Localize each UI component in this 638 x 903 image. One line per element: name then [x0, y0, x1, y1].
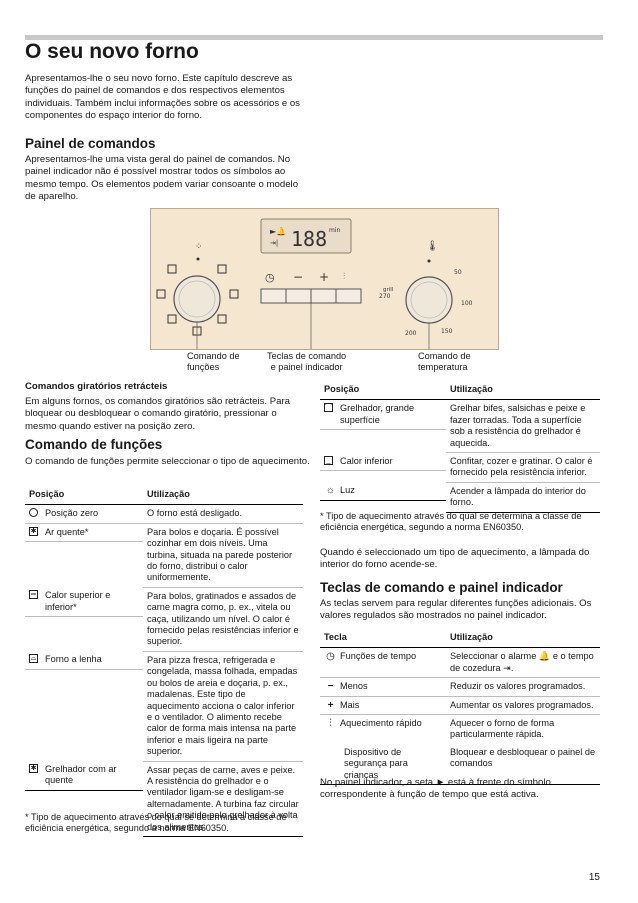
funcoes-footnote: * Tipo de aquecimento através do qual se… — [25, 812, 287, 834]
grill-fan-icon: ✱ — [29, 764, 38, 774]
page-number: 15 — [588, 872, 600, 883]
table-row: −Menos Reduzir os valores programados. — [320, 677, 600, 697]
function-knob[interactable]: ⁘ — [156, 242, 239, 336]
light-icon: ☼ — [325, 485, 336, 497]
table-row: +Mais Aumentar os valores programados. — [320, 696, 600, 716]
temperature-knob[interactable]: 🌡 grill 270 50 100 150 200 — [379, 240, 473, 337]
grill-icon — [229, 289, 239, 299]
table-row: ⌒Grelhador, grande superfície Grelhar bi… — [320, 399, 600, 454]
bottom-heat-icon — [217, 314, 227, 324]
col-header-use: Utilização — [446, 630, 600, 649]
zero-position-icon: ⁘ — [195, 242, 203, 252]
svg-text:grill: grill — [383, 287, 394, 293]
top-bottom-heat-icon — [156, 289, 166, 299]
funcoes2-note: Quando é seleccionado um tipo de aquecim… — [320, 547, 590, 571]
col-header-key: Tecla — [320, 630, 446, 649]
funcoes-heading: Comando de funções — [25, 437, 163, 452]
table-row: Posição zero O forno está desligado. — [25, 504, 303, 524]
svg-text:200: 200 — [405, 330, 417, 337]
plus-icon: + — [327, 699, 334, 711]
table-row: ═Calor superior e inferior* Para bolos, … — [25, 587, 303, 652]
teclas-heading: Teclas de comando e painel indicador — [320, 580, 563, 595]
teclas-footer: No painel indicador, a seta ► está à fre… — [320, 777, 551, 801]
col-header-use: Utilização — [446, 382, 600, 401]
col-header-position: Posição — [320, 382, 446, 401]
svg-text:⇥|: ⇥| — [270, 239, 278, 247]
retracteis-heading: Comandos giratórios retrácteis — [25, 381, 168, 392]
col-header-use: Utilização — [143, 487, 303, 506]
svg-text:270: 270 — [379, 293, 391, 300]
funcoes-text: O comando de funções permite seleccionar… — [25, 456, 310, 467]
table-row: _Calor inferior Confitar, cozer e gratin… — [320, 452, 600, 483]
minus-icon: − — [293, 270, 303, 284]
plus-icon: + — [319, 270, 329, 284]
display-digits: 188 — [291, 227, 327, 251]
svg-text:100: 100 — [461, 300, 473, 307]
rapid-heat-icon: ⫶ — [343, 271, 345, 282]
intro-text: Apresentamos-lhe o seu novo forno. Este … — [25, 73, 300, 121]
minus-icon: − — [327, 681, 334, 693]
painel-text: Apresentamos-lhe uma vista geral do pain… — [25, 154, 299, 202]
teclas-text: As teclas servem para regular diferentes… — [320, 598, 592, 622]
pizza-icon — [167, 314, 177, 324]
grill-icon: ⌒ — [324, 403, 333, 413]
rapid-heat-icon: ⫶ — [329, 718, 332, 730]
table-row: ✱Ar quente* Para bolos e doçaria. É poss… — [25, 523, 303, 588]
table-row: ⫶Aquecimento rápido Aquecer o forno de f… — [320, 715, 600, 744]
svg-text:►🔔: ►🔔 — [270, 227, 286, 236]
svg-text:50: 50 — [454, 269, 462, 276]
grill-fan-icon — [217, 264, 227, 274]
fan-icon — [167, 264, 177, 274]
svg-text:150: 150 — [441, 328, 453, 335]
painel-heading: Painel de comandos — [25, 136, 156, 151]
col-header-position: Posição — [25, 487, 143, 506]
table-row: ☼Luz Acender a lâmpada do interior do fo… — [320, 482, 600, 513]
retracteis-text: Em alguns fornos, os comandos giratórios… — [25, 396, 291, 432]
table-row: ✱Grelhador com ar quente Assar peças de … — [25, 761, 303, 837]
table-row: ⌓Forno a lenha Para pizza fresca, refrig… — [25, 651, 303, 762]
table-row: Dispositivo de segurança para crianças B… — [320, 743, 600, 786]
pizza-icon: ⌓ — [29, 654, 38, 664]
clock-icon: ◷ — [326, 651, 335, 663]
thermometer-icon: 🌡 — [426, 240, 439, 252]
svg-text:min: min — [329, 227, 341, 234]
top-rule — [25, 35, 603, 40]
table-row: ◷Funções de tempo Seleccionar o alarme 🔔… — [320, 647, 600, 679]
control-panel-illustration: ►🔔 ⇥| 188 min ⁘ ◷ − + ⫶ — [150, 208, 499, 350]
zero-position-icon — [29, 508, 38, 518]
fan-icon: ✱ — [29, 526, 38, 536]
clock-icon: ◷ — [265, 271, 275, 284]
top-bottom-heat-icon: ═ — [29, 590, 38, 600]
bottom-heat-icon: _ — [324, 455, 333, 465]
funcoes2-footnote: * Tipo de aquecimento através do qual se… — [320, 511, 582, 533]
page-title: O seu novo forno — [25, 40, 199, 63]
key-strip[interactable] — [260, 288, 362, 304]
